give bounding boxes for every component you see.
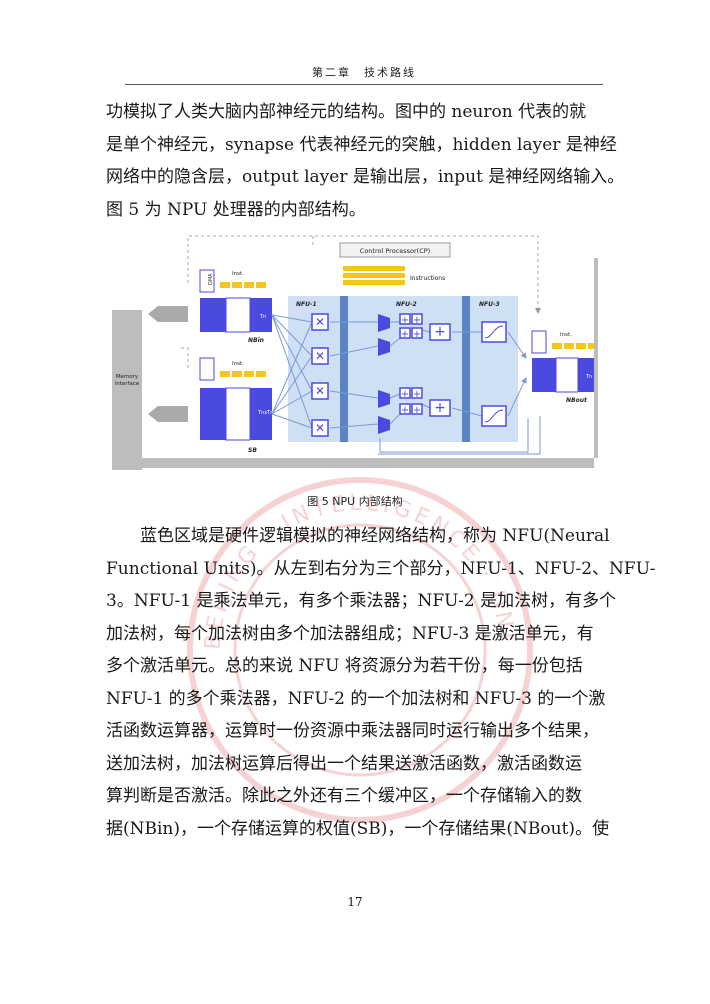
text-line: 是单个神经元，synapse 代表神经元的突触，hidden layer 是神经 — [106, 134, 617, 155]
text-line: 算判断是否激活。除此之外还有三个缓冲区，一个存储输入的数 — [106, 786, 582, 806]
svg-text:+: + — [413, 315, 421, 326]
memory-interface-bar — [112, 310, 142, 470]
svg-text:+: + — [434, 400, 446, 416]
nfu3-label: NFU-3 — [479, 301, 500, 308]
multiplier-units: ✕ ✕ ✕ ✕ — [311, 313, 329, 437]
text-line: 据(NBin)，一个存储运算的权值(SB)，一个存储结果(NBout)。使 — [106, 818, 610, 839]
text-line: 活函数运算器，运算时一份资源中乘法器同时运行输出多个结果， — [106, 721, 599, 741]
instructions-bar — [343, 266, 405, 271]
paragraph-1: 功模拟了人类大脑内部神经元的结构。图中的 neuron 代表的就 是单个神经元，… — [106, 96, 625, 226]
npu-structure-diagram: Control Processor(CP) Instructions Memor… — [112, 235, 598, 470]
text-line: 3。NFU-1 是乘法单元，有多个乘法器；NFU-2 是加法树，有多个 — [106, 591, 617, 611]
nbout-label: NBout — [566, 397, 588, 404]
dma-label: DMA — [208, 273, 214, 285]
text-line: 送加法树，加法树运算后得出一个结果送激活函数，激活函数运 — [106, 753, 582, 774]
page-number: 17 — [347, 895, 363, 909]
figure-caption: 图 5 NPU 内部结构 — [307, 495, 403, 508]
text-line: 功模拟了人类大脑内部神经元的结构。图中的 neuron 代表的就 — [106, 102, 587, 122]
text-line: 加法树，每个加法树由多个加法器组成；NFU-3 是激活单元，有 — [106, 623, 594, 644]
text-line: Functional Units)。从左到右分为三个部分，NFU-1、NFU-2… — [106, 558, 656, 579]
svg-text:+: + — [401, 405, 409, 416]
chapter-header: 第二章 技术路线 — [312, 66, 416, 79]
memory-interface-label-1: Memory — [116, 374, 139, 380]
adder-units — [399, 313, 451, 417]
svg-text:+: + — [413, 329, 421, 340]
svg-text:+: + — [413, 389, 421, 400]
inst-label: Inst. — [232, 271, 244, 277]
tn-label: Tn — [585, 374, 592, 380]
control-processor-box — [339, 242, 451, 258]
instructions-label: Instructions — [410, 275, 445, 282]
nbin-label: NBin — [248, 337, 264, 344]
svg-text:+: + — [401, 389, 409, 400]
paragraph-2: 蓝色区域是硬件逻辑模拟的神经网络结构，称为 NFU(Neural Functio… — [106, 520, 656, 845]
control-processor-label: Control Processor(CP) — [360, 247, 430, 255]
svg-text:+: + — [434, 324, 446, 340]
tnxtn-label: TnxTn — [257, 410, 273, 416]
header-rule — [125, 84, 603, 85]
inst-label: Inst. — [560, 332, 572, 338]
nfu1-label: NFU-1 — [296, 301, 317, 308]
memory-interface-label-2: interface — [115, 381, 140, 387]
sb-label: SB — [248, 447, 257, 454]
tn-label: Tn — [259, 314, 266, 320]
svg-text:✕: ✕ — [315, 315, 325, 329]
svg-text:✕: ✕ — [315, 349, 325, 363]
nfu2-label: NFU-2 — [396, 301, 417, 308]
svg-text:✕: ✕ — [315, 421, 325, 435]
text-line: 网络中的隐含层，output layer 是输出层，input 是神经网络输入。 — [106, 167, 625, 187]
inst-label: Inst. — [232, 361, 244, 367]
text-line: 蓝色区域是硬件逻辑模拟的神经网络结构，称为 NFU(Neural — [106, 526, 610, 546]
svg-text:+: + — [401, 315, 409, 326]
svg-text:+: + — [401, 329, 409, 340]
text-line: 图 5 为 NPU 处理器的内部结构。 — [106, 199, 366, 220]
text-line: NFU-1 的多个乘法器，NFU-2 的一个加法树和 NFU-3 的一个激 — [106, 688, 606, 709]
svg-text:+: + — [413, 405, 421, 416]
svg-text:✕: ✕ — [315, 384, 325, 398]
text-line: 多个激活单元。总的来说 NFU 将资源分为若干份，每一份包括 — [106, 656, 583, 676]
